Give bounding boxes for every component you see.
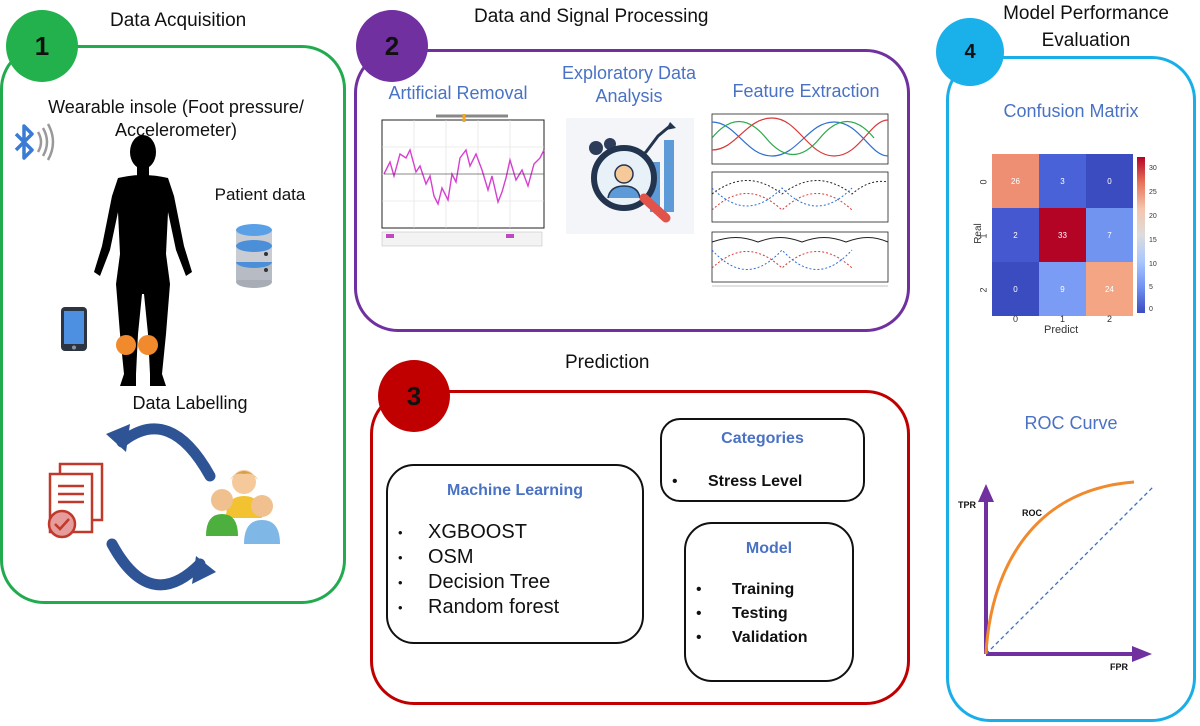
step-badge-4: 4 <box>936 18 1004 86</box>
data-labelling-label: Data Labelling <box>132 393 248 413</box>
model-list: Training Testing Validation <box>686 578 808 650</box>
model-title: Model <box>745 540 793 557</box>
patient-data-label: Patient data <box>214 185 306 204</box>
list-item: Stress Level <box>662 470 802 494</box>
cycle-arrows-icon <box>106 423 216 591</box>
artificial-removal-label: Artificial Removal <box>388 83 528 103</box>
confusion-colorbar <box>1137 157 1145 313</box>
confusion-xtick-2: 2 <box>1107 314 1113 324</box>
categories-list: Stress Level <box>662 470 802 494</box>
list-item: XGBOOST <box>388 520 559 545</box>
machine-learning-box: Machine Learning XGBOOST OSM Decision Tr… <box>386 464 644 644</box>
data-analysis-magnifier-icon <box>566 118 694 234</box>
confusion-cell: 7 <box>1086 208 1133 262</box>
artifact-signal-plot <box>378 114 548 252</box>
confusion-ytick-2: 2 <box>978 287 989 293</box>
colorbar-tick-25: 25 <box>1149 189 1157 196</box>
feature-extraction-label: Feature Extraction <box>732 81 880 101</box>
people-group-icon <box>206 470 280 544</box>
confusion-cell: 0 <box>992 262 1039 316</box>
step-badge-1: 1 <box>6 10 78 82</box>
colorbar-tick-15: 15 <box>1149 237 1157 244</box>
roc-curve-title: ROC Curve <box>1024 413 1118 433</box>
confusion-ytick-1: 1 <box>978 233 989 239</box>
machine-learning-list: XGBOOST OSM Decision Tree Random forest <box>388 520 559 620</box>
prediction-title: Prediction <box>565 352 650 373</box>
step-badge-2: 2 <box>356 10 428 82</box>
list-item: Training <box>686 578 808 602</box>
colorbar-tick-0: 0 <box>1149 306 1153 313</box>
confusion-cell: 26 <box>992 154 1039 208</box>
database-icon <box>236 224 272 288</box>
acquisition-title: Data Acquisition <box>110 10 247 31</box>
machine-learning-title: Machine Learning <box>446 482 584 499</box>
confusion-xlabel: Predict <box>1044 324 1079 336</box>
confusion-xtick-0: 0 <box>1013 314 1019 324</box>
colorbar-tick-20: 20 <box>1149 213 1157 220</box>
eda-label: Exploratory Data Analysis <box>561 63 697 107</box>
categories-title: Categories <box>721 430 804 447</box>
list-item: Testing <box>686 602 808 626</box>
smartphone-icon <box>61 307 87 351</box>
categories-box: Categories Stress Level <box>660 418 865 502</box>
list-item: OSM <box>388 545 559 570</box>
roc-curve-plot <box>978 480 1155 662</box>
confusion-matrix-title: Confusion Matrix <box>1003 101 1139 121</box>
roc-y-axis-label: TPR <box>958 500 976 510</box>
evaluation-title: Model Performance Evaluation <box>1003 3 1169 51</box>
confusion-cell: 33 <box>1039 208 1086 262</box>
documents-checked-icon <box>47 462 104 539</box>
confusion-cell: 2 <box>992 208 1039 262</box>
bluetooth-icon <box>14 123 55 161</box>
feature-extraction-plots <box>706 110 892 294</box>
processing-title: Data and Signal Processing <box>474 6 709 27</box>
confusion-cell: 3 <box>1039 154 1086 208</box>
roc-x-axis-label: FPR <box>1110 662 1128 672</box>
model-box: Model Training Testing Validation <box>684 522 854 682</box>
human-body-silhouette-icon <box>94 135 192 386</box>
colorbar-tick-5: 5 <box>1149 284 1153 291</box>
confusion-cell: 0 <box>1086 154 1133 208</box>
confusion-cell: 9 <box>1039 262 1086 316</box>
list-item: Random forest <box>388 595 559 620</box>
list-item: Validation <box>686 626 808 650</box>
colorbar-tick-30: 30 <box>1149 165 1157 172</box>
confusion-cell: 24 <box>1086 262 1133 316</box>
colorbar-tick-10: 10 <box>1149 261 1157 268</box>
confusion-ytick-0: 0 <box>978 179 989 185</box>
roc-curve-label: ROC <box>1022 508 1042 518</box>
step-badge-3: 3 <box>378 360 450 432</box>
list-item: Decision Tree <box>388 570 559 595</box>
confusion-xtick-1: 1 <box>1060 314 1066 324</box>
